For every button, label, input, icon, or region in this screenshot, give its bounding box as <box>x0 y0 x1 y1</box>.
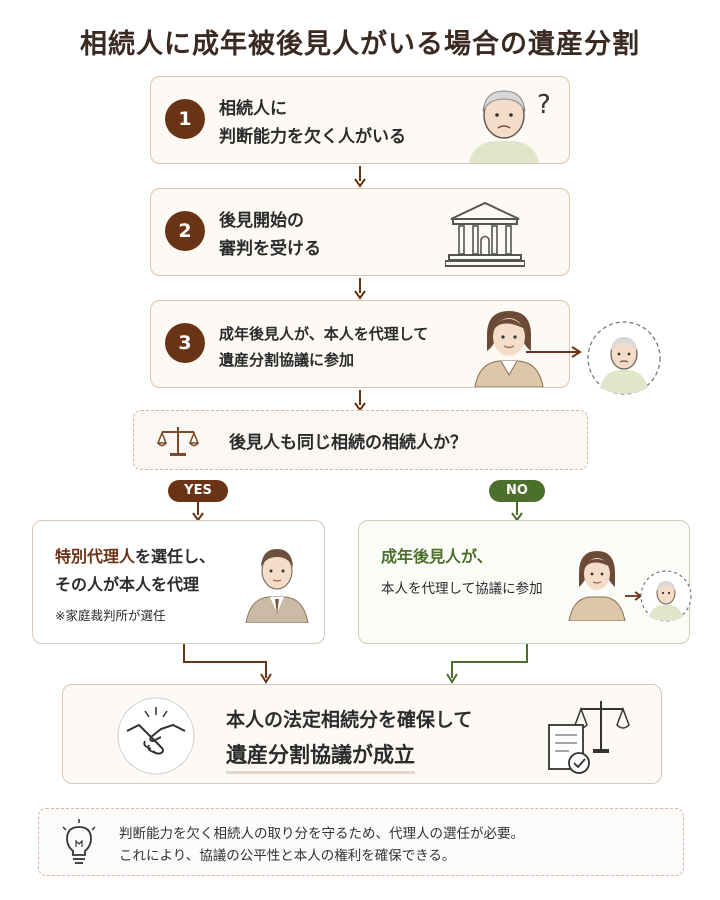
step-1-box: 1 相続人に 判断能力を欠く人がいる ? <box>150 76 570 164</box>
step-line1: 成年後見人が、本人を代理して <box>219 325 429 343</box>
branch-line2: その人が本人を代理 <box>55 575 200 594</box>
step-line2: 審判を受ける <box>219 239 321 259</box>
courthouse-icon <box>444 199 526 271</box>
step-number: 3 <box>165 323 205 363</box>
down-arrow-3 <box>354 390 366 412</box>
step-line1: 後見開始の <box>219 211 304 231</box>
question-text: 後見人も同じ相続の相続人か？ <box>229 433 467 453</box>
yes-branch-box: 特別代理人を選任し、 その人が本人を代理 ※家庭裁判所が選任 <box>32 520 325 644</box>
step-text: 後見開始の 審判を受ける <box>219 207 321 263</box>
guardian-woman-icon <box>471 305 547 391</box>
note-box: 判断能力を欠く相続人の取り分を守るため、代理人の選任が必要。 これにより、協議の… <box>38 808 684 876</box>
down-arrow-1 <box>354 166 366 188</box>
result-box: 本人の法定相続分を確保して 遺産分割協議が成立 <box>62 684 662 784</box>
step-text: 相続人に 判断能力を欠く人がいる <box>219 95 406 151</box>
branch-title: 成年後見人が、 <box>381 547 493 566</box>
note-text: 判断能力を欠く相続人の取り分を守るため、代理人の選任が必要。 これにより、協議の… <box>119 823 524 867</box>
result-line2: 遺産分割協議が成立 <box>226 739 415 774</box>
no-label: NO <box>489 480 545 502</box>
step-number: 1 <box>165 99 205 139</box>
branch-line2: 本人を代理して協議に参加 <box>381 581 543 597</box>
yes-arrow <box>192 500 204 522</box>
lightbulb-icon <box>59 819 99 871</box>
result-line1: 本人の法定相続分を確保して <box>226 709 473 731</box>
page-title: 相続人に成年被後見人がいる場合の遺産分割 <box>80 29 640 60</box>
step-line1: 相続人に <box>219 99 287 119</box>
merge-connectors <box>183 644 528 684</box>
confused-elderly-icon: ? <box>459 83 559 167</box>
yes-label: YES <box>168 480 228 502</box>
question-box: 後見人も同じ相続の相続人か？ <box>133 410 588 470</box>
special-agent-text: 特別代理人 <box>55 547 136 566</box>
step-text: 成年後見人が、本人を代理して 遺産分割協議に参加 <box>219 321 428 373</box>
side-arrow <box>526 346 582 358</box>
step-2-box: 2 後見開始の 審判を受ける <box>150 188 570 276</box>
question-mark: ? <box>537 90 551 120</box>
no-branch-box: 成年後見人が、 本人を代理して協議に参加 <box>358 520 693 644</box>
note-line2: これにより、協議の公平性と本人の権利を確保できる。 <box>119 848 456 864</box>
elderly-person-icon <box>586 320 662 400</box>
guardian-woman-icon <box>567 543 627 625</box>
note-line1: 判断能力を欠く相続人の取り分を守るため、代理人の選任が必要。 <box>119 826 524 842</box>
branch-note: ※家庭裁判所が選任 <box>55 608 166 623</box>
elderly-person-icon <box>639 569 693 627</box>
no-arrow <box>511 500 523 522</box>
step-line2: 遺産分割協議に参加 <box>219 351 355 369</box>
branch-title: 特別代理人を選任し、 その人が本人を代理 <box>55 543 215 599</box>
man-in-suit-icon <box>244 539 310 627</box>
step-number: 2 <box>165 211 205 251</box>
branch-title-rest: を選任し、 <box>135 547 216 566</box>
step-line2: 判断能力を欠く人がいる <box>219 127 406 147</box>
step-3-box: 3 成年後見人が、本人を代理して 遺産分割協議に参加 <box>150 300 570 388</box>
document-scale-icon <box>543 697 631 781</box>
down-arrow-2 <box>354 278 366 300</box>
handshake-icon <box>115 695 197 781</box>
scale-icon <box>156 423 200 463</box>
